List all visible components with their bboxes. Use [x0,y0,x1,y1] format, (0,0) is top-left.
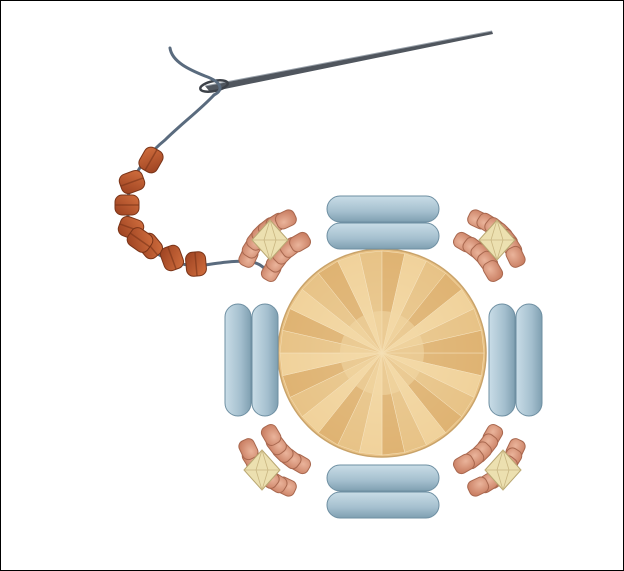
needle-icon [199,31,493,94]
seed-bead-icon [185,251,207,277]
rivoli-crystal-icon [278,249,486,457]
seed-bead-icon [136,145,165,176]
tube-bead-icon [225,304,251,416]
seed-bead-icon [117,168,146,195]
strung-bead-group [115,145,207,277]
tube-bead-icon [327,465,439,491]
tube-bead-icon [327,196,439,222]
tube-bead-icon [327,223,439,249]
tube-bead-icon [327,492,439,518]
tube-bead-icon [516,304,542,416]
tube-bead-icon [489,304,515,416]
tube-bead-icon [252,304,278,416]
seed-bead-icon [115,195,139,215]
